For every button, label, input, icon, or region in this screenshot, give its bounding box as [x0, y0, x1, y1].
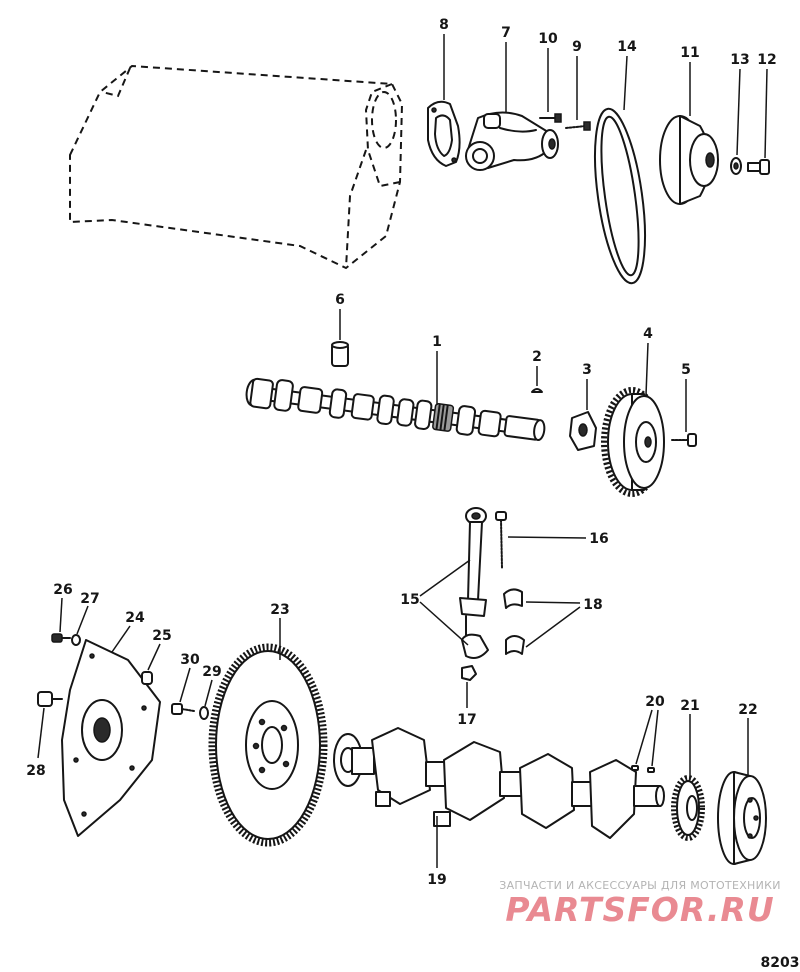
callout-5: 5	[681, 362, 691, 378]
callout-16: 16	[589, 531, 608, 547]
bolt-12	[747, 159, 770, 175]
callout-19: 19	[427, 872, 446, 888]
callout-28: 28	[26, 763, 45, 779]
camshaft	[245, 377, 546, 442]
bolt-26	[51, 633, 71, 643]
watermark-tagline: ЗАПЧАСТИ И АКСЕССУАРЫ ДЛЯ МОТОТЕХНИКИ	[499, 879, 781, 892]
woodruff-key	[531, 388, 543, 393]
rod-bearing-upper	[503, 588, 523, 609]
crank-keys	[631, 765, 655, 773]
rod-nut	[461, 665, 477, 681]
callout-12: 12	[757, 52, 776, 68]
callout-24: 24	[125, 610, 145, 626]
callout-4: 4	[643, 326, 653, 342]
callout-30: 30	[180, 652, 200, 668]
crankshaft-gear	[671, 775, 705, 841]
crankshaft	[333, 727, 665, 839]
crankshaft-pulley	[717, 771, 767, 865]
callout-15: 15	[400, 592, 419, 608]
callout-1: 1	[432, 334, 442, 350]
callout-26: 26	[53, 582, 72, 598]
water-pump-gasket	[427, 100, 461, 167]
washer-29	[199, 706, 209, 720]
flywheel	[208, 643, 328, 847]
figure-number: 8203	[761, 955, 800, 971]
valve-lifter	[331, 341, 349, 367]
callout-labels: 1 2 3 4 5 6 7 8 9 10 11 12 13 14 15 16 1…	[26, 17, 776, 888]
callout-18: 18	[583, 597, 602, 613]
bolt-28	[37, 691, 63, 707]
camshaft-gear	[601, 387, 665, 497]
bolt-30	[171, 703, 195, 715]
bolt-9	[565, 121, 591, 131]
watermark: ЗАПЧАСТИ И АКСЕССУАРЫ ДЛЯ МОТОТЕХНИКИ PA…	[499, 879, 781, 929]
engine-block-outline	[69, 64, 404, 270]
callout-20: 20	[645, 694, 665, 710]
callout-29: 29	[202, 664, 221, 680]
callout-27: 27	[80, 591, 99, 607]
dowel-pin	[141, 671, 153, 685]
callout-22: 22	[738, 702, 757, 718]
washer-27	[71, 634, 81, 646]
callout-17: 17	[457, 712, 476, 728]
callout-11: 11	[680, 45, 699, 61]
callout-10: 10	[538, 31, 558, 47]
rod-bolt	[495, 511, 507, 569]
washer-13	[730, 157, 742, 175]
leader-lines	[37, 34, 768, 868]
callout-7: 7	[501, 25, 511, 41]
callout-14: 14	[617, 39, 637, 55]
callout-21: 21	[680, 698, 699, 714]
watermark-logo: PARTSFOR.RU	[505, 890, 774, 929]
callout-25: 25	[152, 628, 171, 644]
callout-9: 9	[572, 39, 582, 55]
thrust-plate	[569, 411, 597, 451]
callout-8: 8	[439, 17, 449, 33]
bolt-10	[539, 113, 562, 123]
callout-3: 3	[582, 362, 592, 378]
crank-pulley-upper	[659, 115, 719, 205]
callout-13: 13	[730, 52, 749, 68]
engine-rear-plate	[61, 639, 161, 837]
water-pump	[465, 111, 559, 171]
callout-2: 2	[532, 349, 542, 365]
callout-23: 23	[270, 602, 289, 618]
callout-6: 6	[335, 292, 345, 308]
connecting-rod	[459, 507, 489, 659]
drive-belt	[594, 107, 646, 285]
camshaft-gear-bolt	[671, 433, 697, 447]
rod-bearing-lower	[505, 635, 525, 655]
